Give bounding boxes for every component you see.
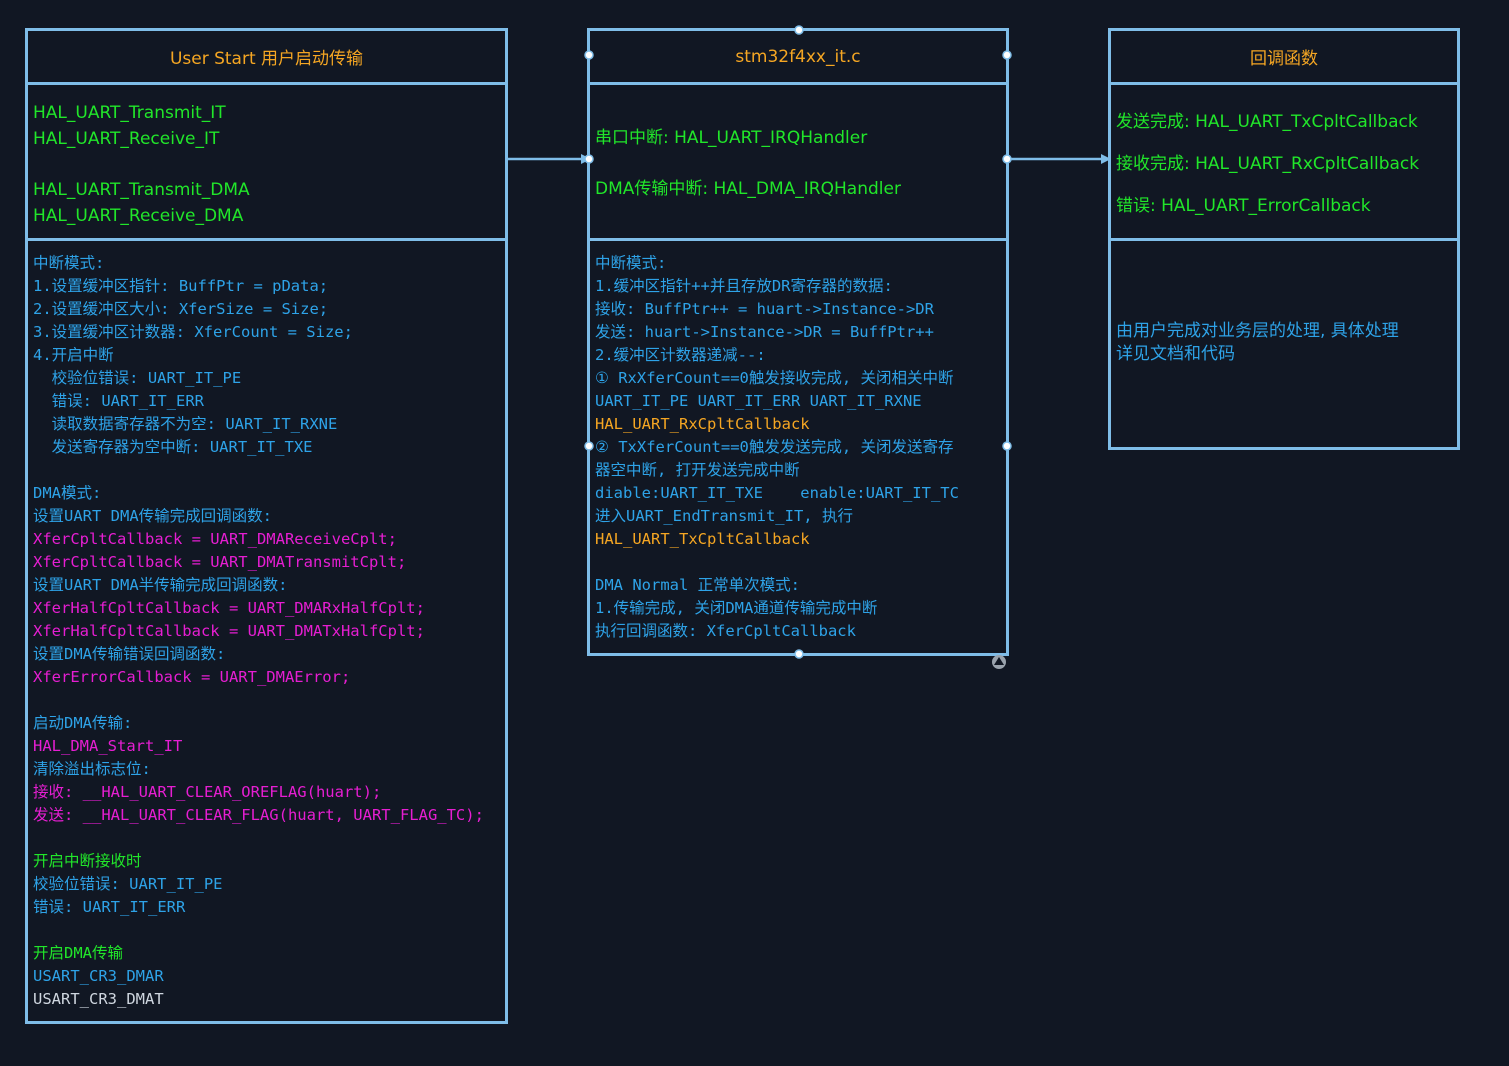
- resize-handle-top[interactable]: [794, 25, 804, 35]
- left-detail-line: 发送寄存器为空中断: UART_IT_TXE: [33, 438, 313, 456]
- left-detail-line: 1.设置缓冲区指针: BuffPtr = pData;: [33, 277, 329, 295]
- callback-title: 回调函数: [1111, 31, 1457, 85]
- left-detail-line: 错误: UART_IT_ERR: [33, 392, 204, 410]
- left-detail-line: XferHalfCpltCallback = UART_DMATxHalfCpl…: [33, 622, 425, 640]
- left-detail-line: 设置UART DMA半传输完成回调函数:: [33, 576, 288, 594]
- left-detail-line: 发送: __HAL_UART_CLEAR_FLAG(huart, UART_FL…: [33, 806, 484, 824]
- user-start-details: 中断模式: 1.设置缓冲区指针: BuffPtr = pData; 2.设置缓冲区大…: [28, 241, 505, 1021]
- it-file-title: stm32f4xx_it.c: [590, 31, 1006, 85]
- user-start-title: User Start 用户启动传输: [28, 31, 505, 85]
- left-detail-line: 校验位错误: UART_IT_PE: [33, 875, 223, 893]
- it-file-details: 中断模式: 1.缓冲区指针++并且存放DR寄存器的数据: 接收: BuffPtr++…: [590, 241, 1006, 653]
- left-detail-line: XferErrorCallback = UART_DMAError;: [33, 668, 351, 686]
- expand-toggle-icon[interactable]: [992, 655, 1006, 669]
- callback-box[interactable]: 回调函数 发送完成: HAL_UART_TxCpltCallback 接收完成:…: [1108, 28, 1460, 450]
- callback-note-line-2: 详见文档和代码: [1116, 344, 1235, 364]
- left-detail-line: 中断模式:: [33, 254, 105, 272]
- middle-detail-line: HAL_UART_TxCpltCallback: [595, 530, 810, 548]
- left-detail-line: 3.设置缓冲区计数器: XferCount = Size;: [33, 323, 353, 341]
- middle-detail-line: 1.传输完成, 关闭DMA通道传输完成中断: [595, 599, 878, 617]
- user-start-title-text: User Start 用户启动传输: [169, 49, 364, 69]
- it-file-handlers: 串口中断: HAL_UART_IRQHandler DMA传输中断: HAL_D…: [590, 85, 1006, 241]
- func-receive-dma: HAL_UART_Receive_DMA: [33, 206, 244, 226]
- middle-detail-line: 器空中断, 打开发送完成中断: [595, 461, 800, 479]
- middle-detail-line: ① RxXferCount==0触发接收完成, 关闭相关中断: [595, 369, 954, 387]
- user-start-box[interactable]: User Start 用户启动传输 HAL_UART_Transmit_IT H…: [25, 28, 508, 1024]
- callback-rx-cplt: 接收完成: HAL_UART_RxCpltCallback: [1116, 154, 1420, 174]
- middle-detail-line: diable:UART_IT_TXE enable:UART_IT_TC: [595, 484, 959, 502]
- callback-note-line-1: 由用户完成对业务层的处理, 具体处理: [1116, 321, 1399, 341]
- handler-uart-irq: 串口中断: HAL_UART_IRQHandler: [595, 128, 868, 148]
- left-detail-line: 设置DMA传输错误回调函数:: [33, 645, 226, 663]
- resize-handle-right[interactable]: [1002, 154, 1012, 164]
- left-detail-line: 清除溢出标志位:: [33, 760, 151, 778]
- resize-handle-left[interactable]: [584, 154, 594, 164]
- left-detail-line: USART_CR3_DMAT: [33, 990, 164, 1008]
- left-detail-line: 2.设置缓冲区大小: XferSize = Size;: [33, 300, 329, 318]
- left-detail-line: 开启中断接收时: [33, 852, 142, 870]
- middle-detail-line: 接收: BuffPtr++ = huart->Instance->DR: [595, 300, 934, 318]
- middle-detail-line: DMA Normal 正常单次模式:: [595, 576, 800, 594]
- left-detail-line: 开启DMA传输: [33, 944, 123, 962]
- left-detail-line: 错误: UART_IT_ERR: [33, 898, 186, 916]
- left-detail-line: USART_CR3_DMAR: [33, 967, 164, 985]
- middle-detail-line: UART_IT_PE UART_IT_ERR UART_IT_RXNE: [595, 392, 922, 410]
- handler-dma-irq: DMA传输中断: HAL_DMA_IRQHandler: [595, 179, 901, 199]
- left-detail-line: XferCpltCallback = UART_DMATransmitCplt;: [33, 553, 407, 571]
- left-detail-line: 校验位错误: UART_IT_PE: [33, 369, 242, 387]
- left-detail-line: XferCpltCallback = UART_DMAReceiveCplt;: [33, 530, 397, 548]
- left-detail-line: 设置UART DMA传输完成回调函数:: [33, 507, 272, 525]
- middle-detail-line: 发送: huart->Instance->DR = BuffPtr++: [595, 323, 934, 341]
- arrow-left-to-middle[interactable]: [508, 154, 591, 164]
- callback-error: 错误: HAL_UART_ErrorCallback: [1116, 196, 1371, 216]
- resize-handle-bottom[interactable]: [794, 649, 804, 659]
- callback-title-text: 回调函数: [1250, 49, 1318, 69]
- callback-list: 发送完成: HAL_UART_TxCpltCallback 接收完成: HAL_…: [1111, 85, 1457, 241]
- middle-detail-line: 1.缓冲区指针++并且存放DR寄存器的数据:: [595, 277, 893, 295]
- func-receive-it: HAL_UART_Receive_IT: [33, 129, 220, 149]
- middle-detail-line: 进入UART_EndTransmit_IT, 执行: [595, 507, 853, 525]
- left-detail-line: 4.开启中断: [33, 346, 114, 364]
- left-detail-line: DMA模式:: [33, 484, 102, 502]
- func-transmit-it: HAL_UART_Transmit_IT: [33, 103, 226, 123]
- arrow-middle-to-right[interactable]: [1009, 154, 1111, 164]
- left-detail-line: 接收: __HAL_UART_CLEAR_OREFLAG(huart);: [33, 783, 382, 801]
- left-detail-line: 启动DMA传输:: [33, 714, 133, 732]
- it-file-box[interactable]: stm32f4xx_it.c 串口中断: HAL_UART_IRQHandler…: [587, 28, 1009, 656]
- resize-handle-mid-left[interactable]: [584, 441, 594, 451]
- left-detail-line: HAL_DMA_Start_IT: [33, 737, 183, 755]
- resize-handle-top-right[interactable]: [1002, 50, 1012, 60]
- func-transmit-dma: HAL_UART_Transmit_DMA: [33, 180, 250, 200]
- middle-detail-line: HAL_UART_RxCpltCallback: [595, 415, 810, 433]
- it-file-title-text: stm32f4xx_it.c: [735, 46, 861, 67]
- middle-detail-line: 执行回调函数: XferCpltCallback: [595, 622, 856, 640]
- middle-detail-line: 中断模式:: [595, 254, 667, 272]
- callback-tx-cplt: 发送完成: HAL_UART_TxCpltCallback: [1116, 112, 1418, 132]
- resize-handle-top-left[interactable]: [584, 50, 594, 60]
- middle-detail-line: 2.缓冲区计数器递减--:: [595, 346, 766, 364]
- left-detail-line: 读取数据寄存器不为空: UART_IT_RXNE: [33, 415, 338, 433]
- left-detail-line: XferHalfCpltCallback = UART_DMARxHalfCpl…: [33, 599, 425, 617]
- middle-detail-line: ② TxXferCount==0触发发送完成, 关闭发送寄存: [595, 438, 954, 456]
- user-start-functions: HAL_UART_Transmit_IT HAL_UART_Receive_IT…: [28, 85, 505, 241]
- resize-handle-mid-right[interactable]: [1002, 441, 1012, 451]
- callback-details: 由用户完成对业务层的处理, 具体处理 详见文档和代码: [1111, 241, 1457, 447]
